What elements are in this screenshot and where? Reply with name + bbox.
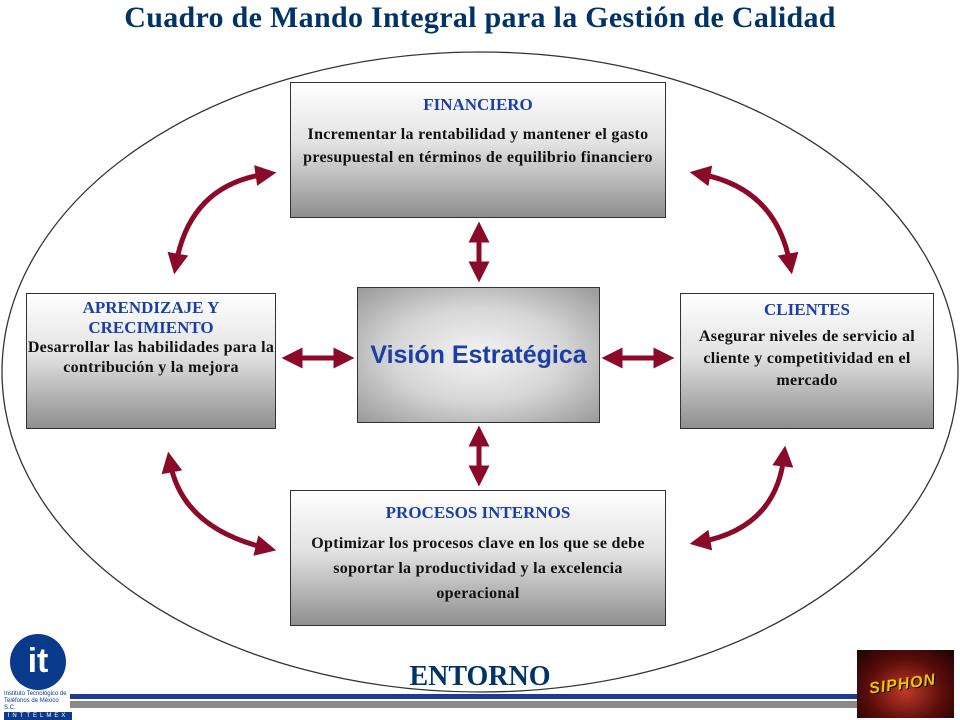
environment-label: ENTORNO xyxy=(409,661,551,692)
vision-box: Visión Estratégica xyxy=(357,287,600,423)
arrow-curve-bottom-right xyxy=(689,445,794,551)
footer-bar-dark xyxy=(70,694,870,699)
siphon-logo-text: SIPHON xyxy=(868,671,938,698)
perspective-clientes: CLIENTES Asegurar niveles de servicio al… xyxy=(680,293,934,429)
institute-logo-caption: Instituto Tecnológico de Teléfonos de Mé… xyxy=(4,691,67,711)
arrow-curve-top-right xyxy=(689,165,799,275)
vision-label: Visión Estratégica xyxy=(370,341,587,369)
clientes-heading: CLIENTES xyxy=(764,300,850,319)
financiero-text: Incrementar la rentabilidad y mantener e… xyxy=(303,126,653,166)
clientes-text: Asegurar niveles de servicio al cliente … xyxy=(698,328,916,389)
page-title: Cuadro de Mando Integral para la Gestión… xyxy=(124,1,836,34)
institute-logo-strip: INTTELMEX xyxy=(4,712,72,720)
perspective-procesos: PROCESOS INTERNOS Optimizar los procesos… xyxy=(290,490,666,626)
environment-ellipse xyxy=(1,51,959,693)
procesos-heading: PROCESOS INTERNOS xyxy=(385,503,571,522)
procesos-text: Optimizar los procesos clave en los que … xyxy=(311,535,645,602)
siphon-logo: SIPHON xyxy=(857,650,954,718)
footer-bar xyxy=(70,694,870,708)
arrow-curve-bottom-left xyxy=(161,451,277,556)
perspective-financiero: FINANCIERO Incrementar la rentabilidad y… xyxy=(290,82,666,218)
aprendizaje-text: Desarrollar las habilidades para la cont… xyxy=(27,339,275,376)
footer-bar-gray xyxy=(70,701,870,708)
institute-logo: it Instituto Tecnológico de Teléfonos de… xyxy=(4,634,72,720)
arrow-curve-top-left xyxy=(167,165,277,275)
aprendizaje-heading: APRENDIZAJE Y CRECIMIENTO xyxy=(82,298,220,337)
financiero-heading: FINANCIERO xyxy=(423,95,533,114)
it-logo-mark: it xyxy=(10,634,66,690)
perspective-aprendizaje: APRENDIZAJE Y CRECIMIENTO Desarrollar la… xyxy=(26,293,276,429)
